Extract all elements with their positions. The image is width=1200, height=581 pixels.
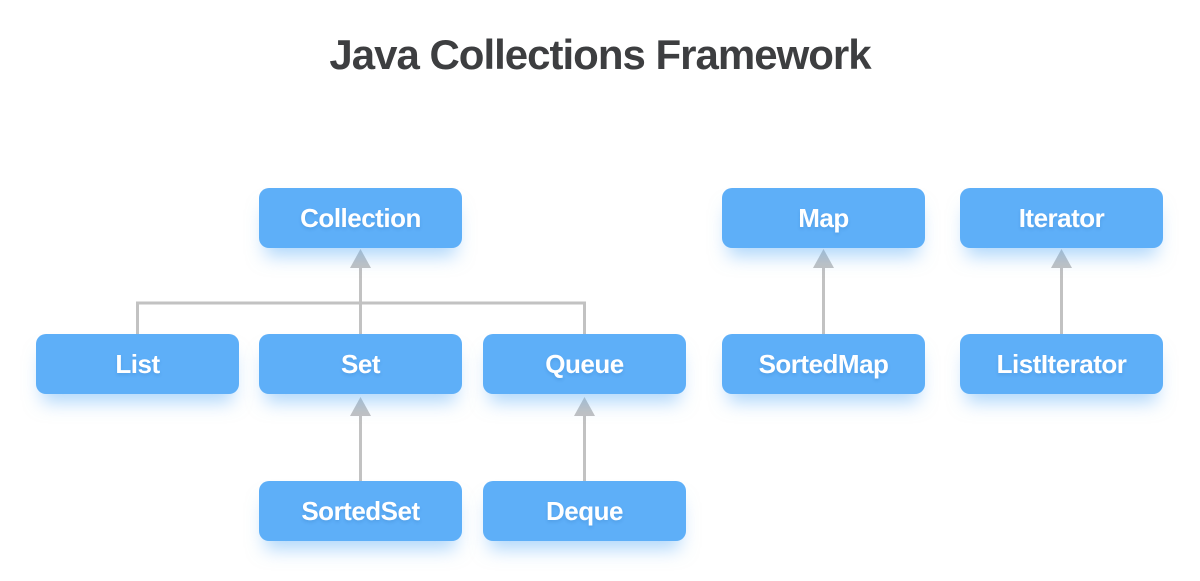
- node-iterator: Iterator: [960, 188, 1163, 248]
- node-map: Map: [722, 188, 925, 248]
- diagram-title: Java Collections Framework: [329, 31, 871, 78]
- edge-deque-to-queue: [574, 397, 595, 481]
- edge-sortedmap-to-map: [813, 249, 834, 334]
- node-set: Set: [259, 334, 462, 394]
- edge-listiterator-to-iterator: [1051, 249, 1072, 334]
- node-sortedmap: SortedMap: [722, 334, 925, 394]
- node-listiterator: ListIterator: [960, 334, 1163, 394]
- node-collection: Collection: [259, 188, 462, 248]
- arrowhead-iterator: [1051, 249, 1072, 268]
- edge-sortedset-to-set: [350, 397, 371, 481]
- node-list: List: [36, 334, 239, 394]
- edge-children-to-collection: [136, 249, 586, 334]
- arrowhead-set: [350, 397, 371, 416]
- arrowhead-map: [813, 249, 834, 268]
- arrowhead-collection: [350, 249, 371, 268]
- node-queue: Queue: [483, 334, 686, 394]
- arrowhead-queue: [574, 397, 595, 416]
- node-deque: Deque: [483, 481, 686, 541]
- node-sortedset: SortedSet: [259, 481, 462, 541]
